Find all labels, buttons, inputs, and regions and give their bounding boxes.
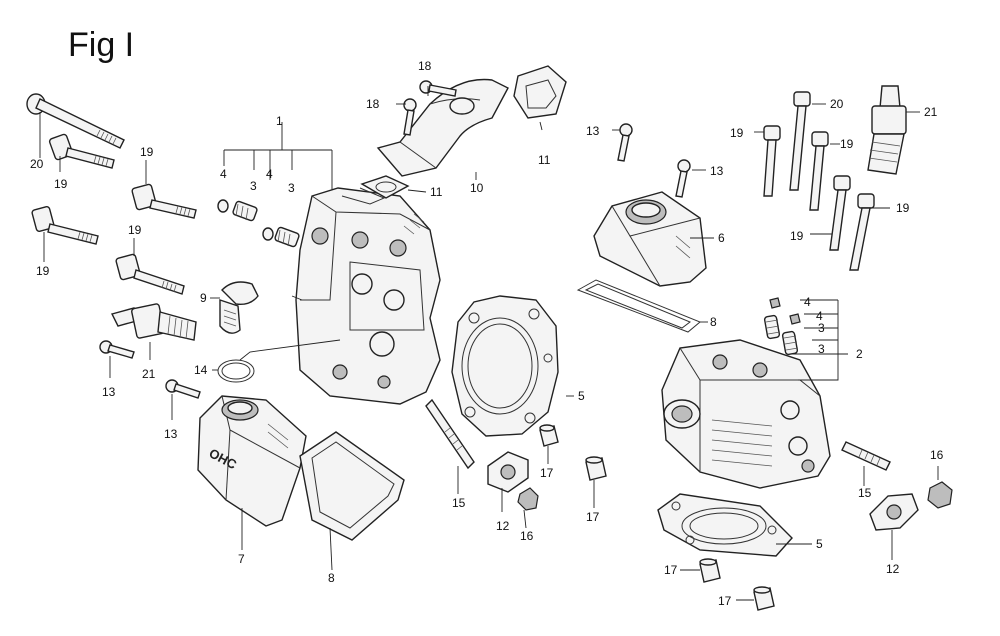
- callout-19-e: 19: [730, 126, 744, 140]
- callout-17-b: 17: [586, 510, 600, 524]
- callout-5-right: 5: [816, 537, 823, 551]
- bolt-19-right-a: [763, 125, 781, 197]
- spark-plug-right: [867, 85, 907, 175]
- callout-13-c: 13: [586, 124, 600, 138]
- head-gasket-left: [451, 295, 559, 437]
- callout-16-left: 16: [520, 529, 534, 543]
- callout-4-c: 4: [804, 295, 811, 309]
- callout-17-d: 17: [718, 594, 732, 608]
- oil-filler-cap: [219, 281, 259, 334]
- callout-17-c: 17: [664, 563, 678, 577]
- callout-12-right: 12: [886, 562, 900, 576]
- callout-4-b: 4: [266, 167, 273, 181]
- flange-plate-12-right: [869, 493, 919, 531]
- bolt-20-right: [789, 91, 811, 191]
- callout-13-d: 13: [710, 164, 724, 178]
- callout-7: 7: [238, 552, 245, 566]
- callout-3-c: 3: [818, 321, 825, 335]
- callout-2: 2: [856, 347, 863, 361]
- callout-10: 10: [470, 181, 484, 195]
- dowel-17-a: [539, 424, 559, 447]
- bolt-13-left-b: [165, 379, 201, 399]
- callout-19-c: 19: [36, 264, 50, 278]
- bolt-19-right-d: [849, 193, 875, 271]
- callout-21-right: 21: [924, 105, 938, 119]
- callout-20-left: 20: [30, 157, 44, 171]
- head-gasket-right: [657, 493, 793, 557]
- callout-4-d: 4: [816, 309, 823, 323]
- rocker-cover-left: OHC: [197, 395, 307, 527]
- bolts-18: [403, 80, 457, 136]
- callout-15-right: 15: [858, 486, 872, 500]
- callout-20-right: 20: [830, 97, 844, 111]
- bolt-19-left-a: [48, 133, 115, 169]
- callout-1: 1: [276, 114, 283, 128]
- flange-plate-12-left: [487, 451, 529, 493]
- callout-6: 6: [718, 231, 725, 245]
- bolt-20-left: [26, 93, 125, 149]
- o-ring: [217, 359, 255, 383]
- nut-16-left: [517, 487, 539, 511]
- bolt-13-left-a: [99, 340, 135, 359]
- callout-11-upper: 11: [538, 153, 551, 167]
- stud-15-right: [841, 441, 891, 471]
- bolt-13-right-a: [617, 123, 633, 162]
- stud-15-left: [425, 398, 475, 470]
- figure-title: Fig I: [68, 26, 135, 64]
- bolt-13-right-b: [675, 159, 691, 198]
- callout-9: 9: [200, 291, 207, 305]
- gasket-11-upper: [513, 65, 567, 119]
- dowel-17-d: [753, 586, 775, 611]
- callout-21-left: 21: [142, 367, 156, 381]
- callout-19-h: 19: [790, 229, 804, 243]
- callout-17-a: 17: [540, 466, 554, 480]
- bolt-19-left-c: [31, 206, 99, 245]
- callout-numbers: 1 2 3 3 3 3 4 4 4 4 5 5 6 7 8 8 9 10 11 …: [30, 59, 944, 608]
- callout-19-d: 19: [128, 223, 142, 237]
- callout-3-d: 3: [818, 342, 825, 356]
- rocker-gasket-right: [576, 279, 701, 333]
- callout-13-a: 13: [102, 385, 116, 399]
- callout-3-a: 3: [250, 179, 257, 193]
- dowel-17-c: [699, 558, 721, 583]
- bolt-19-right-b: [809, 131, 829, 211]
- callout-18-b: 18: [366, 97, 380, 111]
- rocker-gasket-left: [299, 431, 405, 541]
- cylinder-head-right: [661, 339, 831, 489]
- callout-14: 14: [194, 363, 208, 377]
- valve-parts-right: [763, 297, 801, 356]
- callout-8-left: 8: [328, 571, 335, 585]
- rocker-cover-right: [593, 191, 707, 287]
- callout-16-right: 16: [930, 448, 944, 462]
- exhaust-pipe: [376, 78, 509, 177]
- callout-8-right: 8: [710, 315, 717, 329]
- cylinder-head-left: [295, 187, 441, 405]
- callout-11-lower: 11: [430, 185, 443, 199]
- callout-19-a: 19: [54, 177, 68, 191]
- callout-4-a: 4: [220, 167, 227, 181]
- valve-parts-left: [217, 199, 300, 248]
- callout-19-b: 19: [140, 145, 154, 159]
- leader-lines: [39, 86, 939, 601]
- callout-12-left: 12: [496, 519, 510, 533]
- callout-3-b: 3: [288, 181, 295, 195]
- bolt-19-left-b: [131, 183, 197, 219]
- callout-19-g: 19: [896, 201, 910, 215]
- bolt-19-right-c: [829, 175, 851, 251]
- callout-18-a: 18: [418, 59, 432, 73]
- nut-16-right: [927, 481, 953, 509]
- callout-13-b: 13: [164, 427, 178, 441]
- callout-19-f: 19: [840, 137, 854, 151]
- bolt-19-left-d: [115, 253, 185, 295]
- callout-5-left: 5: [578, 389, 585, 403]
- spark-plug-left: [110, 303, 197, 341]
- callout-15-left: 15: [452, 496, 466, 510]
- dowel-17-b: [585, 456, 607, 481]
- gasket-11-lower: [360, 175, 410, 199]
